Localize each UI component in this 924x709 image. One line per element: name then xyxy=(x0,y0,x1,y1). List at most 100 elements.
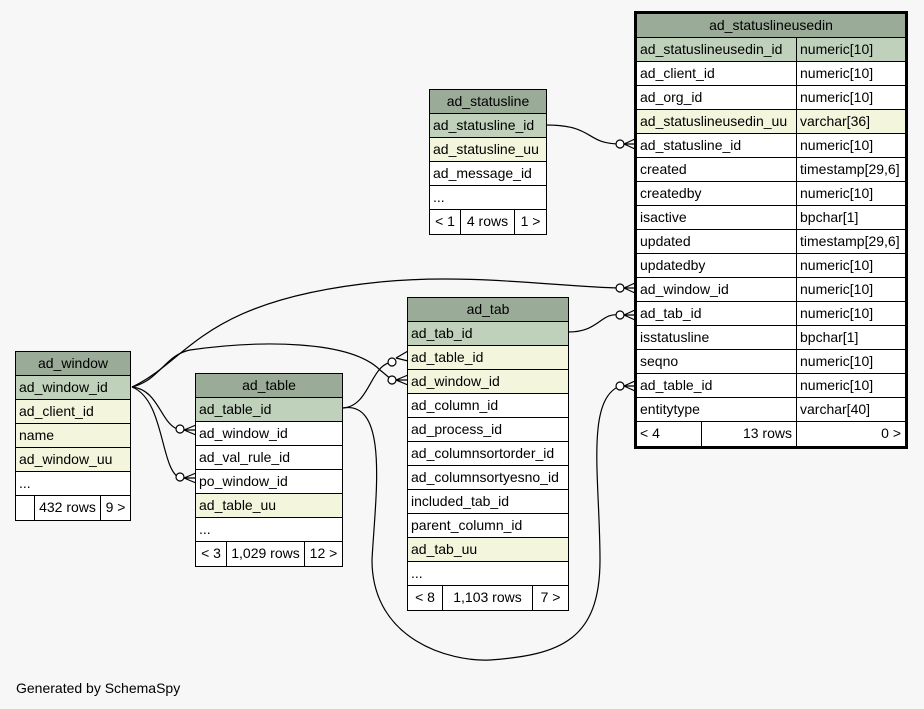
table-row[interactable]: ad_window_id xyxy=(16,376,130,400)
children-link[interactable]: 7 > xyxy=(532,586,568,610)
column-name: parent_column_id xyxy=(411,517,523,533)
parents-link[interactable] xyxy=(16,496,34,520)
column-name: ad_process_id xyxy=(411,421,503,437)
column-type: timestamp[29,6] xyxy=(796,230,900,253)
table-row[interactable]: isstatusline bpchar[1] xyxy=(637,326,905,350)
parents-link[interactable]: < 8 xyxy=(415,589,435,605)
table-row[interactable]: entitytype varchar[40] xyxy=(637,398,905,422)
table-row[interactable]: created timestamp[29,6] xyxy=(637,158,905,182)
table-ad-window[interactable]: ad_window ad_window_id ad_client_id name… xyxy=(15,351,131,521)
column-name: po_window_id xyxy=(199,473,288,489)
column-name: included_tab_id xyxy=(411,493,510,509)
table-row[interactable]: po_window_id xyxy=(196,470,342,494)
table-row[interactable]: ad_columnsortyesno_id xyxy=(408,466,568,490)
parents-link[interactable]: < 1 xyxy=(435,213,455,229)
column-type: numeric[10] xyxy=(796,278,873,301)
table-title[interactable]: ad_tab xyxy=(408,298,568,322)
table-title[interactable]: ad_table xyxy=(196,374,342,398)
relation-tab-to-statuslineusedin xyxy=(567,314,621,333)
table-row[interactable]: ad_window_uu xyxy=(16,448,130,472)
table-row[interactable]: ad_org_id numeric[10] xyxy=(637,86,905,110)
table-row[interactable]: ad_message_id xyxy=(430,162,546,186)
parents-link[interactable]: < 4 xyxy=(640,425,660,441)
table-row[interactable]: updatedby numeric[10] xyxy=(637,254,905,278)
table-row[interactable]: ad_column_id xyxy=(408,394,568,418)
table-row[interactable]: ad_table_id numeric[10] xyxy=(637,374,905,398)
column-type: numeric[10] xyxy=(796,350,873,373)
table-row[interactable]: ad_statuslineusedin_uu varchar[36] xyxy=(637,110,905,134)
column-name: ad_window_uu xyxy=(19,451,113,467)
children-link[interactable]: 1 > xyxy=(514,210,546,234)
column-name: ad_client_id xyxy=(19,403,94,419)
table-row[interactable]: isactive bpchar[1] xyxy=(637,206,905,230)
table-row[interactable]: seqno numeric[10] xyxy=(637,350,905,374)
relation-window-to-tab xyxy=(131,343,393,388)
table-row[interactable]: ad_statusline_id xyxy=(430,114,546,138)
zero-many-marker xyxy=(615,139,625,149)
table-ad-table[interactable]: ad_table ad_table_id ad_window_id ad_val… xyxy=(195,373,343,567)
table-row[interactable]: ad_tab_uu xyxy=(408,538,568,562)
column-name: ad_table_id xyxy=(411,349,484,365)
table-row[interactable]: ad_table_id xyxy=(196,398,342,422)
children-link[interactable]: 9 > xyxy=(100,496,130,520)
table-row[interactable]: name xyxy=(16,424,130,448)
crow-foot-marker xyxy=(395,350,409,362)
relation-statusline-to-statuslineusedin xyxy=(545,124,621,145)
zero-many-marker xyxy=(387,357,397,367)
column-name: entitytype xyxy=(640,401,700,417)
column-name: ad_tab_uu xyxy=(411,541,478,557)
relation-table-to-tab xyxy=(342,361,393,409)
column-name: updatedby xyxy=(640,257,706,273)
table-row[interactable]: updated timestamp[29,6] xyxy=(637,230,905,254)
table-row[interactable]: ad_window_id numeric[10] xyxy=(637,278,905,302)
table-title[interactable]: ad_statusline xyxy=(430,90,546,114)
table-row[interactable]: ad_tab_id numeric[10] xyxy=(637,302,905,326)
more-columns: ... xyxy=(411,565,423,581)
table-row[interactable]: ad_statusline_uu xyxy=(430,138,546,162)
column-type: varchar[40] xyxy=(796,398,870,421)
children-link[interactable]: 12 > xyxy=(304,542,342,566)
column-type: numeric[10] xyxy=(796,38,873,61)
table-row[interactable]: ad_statusline_id numeric[10] xyxy=(637,134,905,158)
table-ad-statuslineusedin[interactable]: ad_statuslineusedin ad_statuslineusedin_… xyxy=(634,11,908,449)
table-ad-statusline[interactable]: ad_statusline ad_statusline_id ad_status… xyxy=(429,89,547,235)
table-row[interactable]: ad_client_id numeric[10] xyxy=(637,62,905,86)
table-row[interactable]: ad_client_id xyxy=(16,400,130,424)
column-name: ad_window_id xyxy=(19,379,108,395)
table-row[interactable]: ad_process_id xyxy=(408,418,568,442)
column-name: ad_message_id xyxy=(433,165,532,181)
table-row[interactable]: ad_val_rule_id xyxy=(196,446,342,470)
table-title[interactable]: ad_window xyxy=(16,352,130,376)
column-name: createdby xyxy=(640,185,702,201)
row-count: 432 rows xyxy=(34,496,100,520)
table-row[interactable]: ad_table_id xyxy=(408,346,568,370)
table-row[interactable]: ad_tab_id xyxy=(408,322,568,346)
crow-foot-marker xyxy=(623,138,636,150)
column-name: created xyxy=(640,161,687,177)
column-name: updated xyxy=(640,233,691,249)
table-row[interactable]: ad_window_id xyxy=(408,370,568,394)
table-row[interactable]: ad_table_uu xyxy=(196,494,342,518)
table-row[interactable]: ad_window_id xyxy=(196,422,342,446)
table-row[interactable]: ad_statuslineusedin_id numeric[10] xyxy=(637,38,905,62)
column-type: numeric[10] xyxy=(796,182,873,205)
table-ad-tab[interactable]: ad_tab ad_tab_id ad_table_id ad_window_i… xyxy=(407,297,569,611)
crow-foot-marker xyxy=(183,472,197,484)
table-row[interactable]: ad_columnsortorder_id xyxy=(408,442,568,466)
table-row: ... xyxy=(16,472,130,496)
table-row[interactable]: createdby numeric[10] xyxy=(637,182,905,206)
column-name: ad_columnsortorder_id xyxy=(411,445,555,461)
table-row[interactable]: parent_column_id xyxy=(408,514,568,538)
column-name: ad_statusline_id xyxy=(433,117,535,133)
column-name: ad_val_rule_id xyxy=(199,449,291,465)
zero-many-marker xyxy=(387,375,397,385)
column-name: ad_statuslineusedin_id xyxy=(640,41,783,57)
children-link[interactable]: 0 > xyxy=(796,422,905,446)
column-name: ad_statusline_id xyxy=(640,137,742,153)
parents-link[interactable]: < 3 xyxy=(201,545,221,561)
crow-foot-marker xyxy=(395,374,409,386)
table-row[interactable]: included_tab_id xyxy=(408,490,568,514)
column-name: ad_table_id xyxy=(640,377,713,393)
table-title[interactable]: ad_statuslineusedin xyxy=(637,14,905,38)
